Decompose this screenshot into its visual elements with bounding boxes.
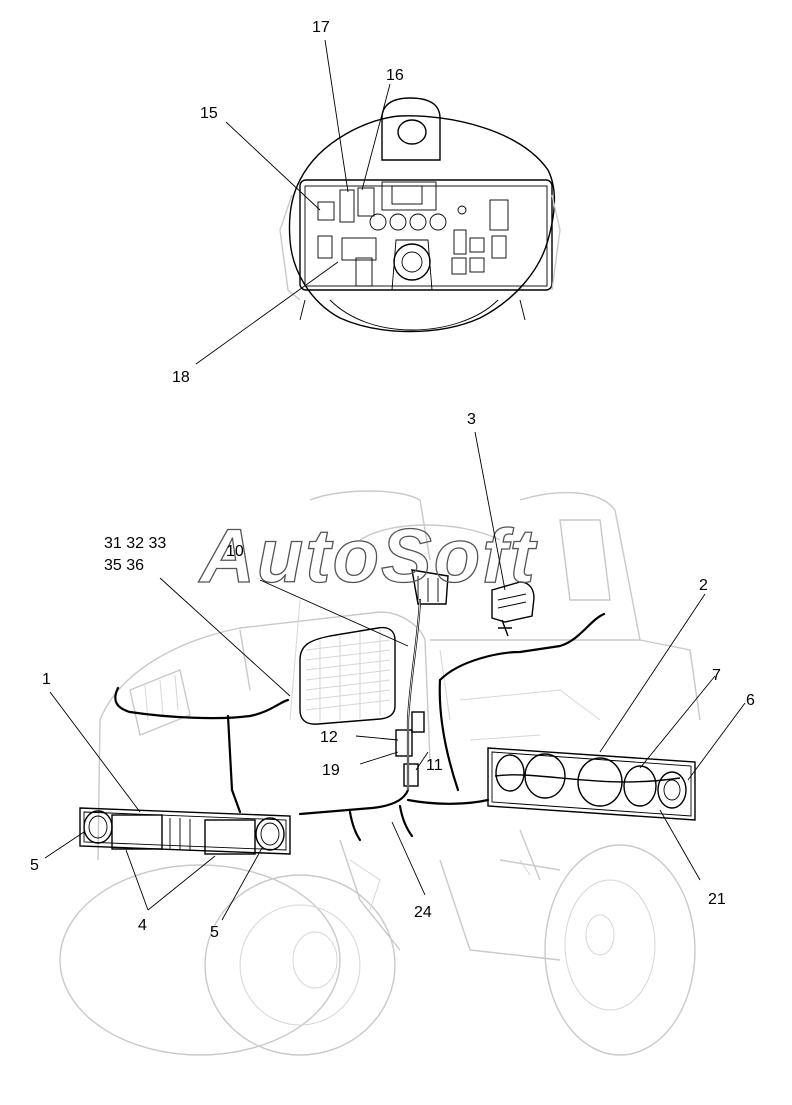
callout-3: 3 [467,411,476,428]
callout-7: 7 [712,667,721,684]
engine-grille [299,626,396,725]
callout-10: 10 [226,543,244,560]
callout-4: 4 [138,917,147,934]
machine-ghost-outline [59,490,701,1056]
callout-35-36: 35 36 [104,557,144,574]
callout-24: 24 [414,904,432,921]
rear-light-bar [487,747,696,821]
connector-block [395,569,449,787]
callout-2: 2 [699,577,708,594]
callout-15: 15 [200,105,218,122]
callout-19: 19 [322,762,340,779]
callout-16: 16 [386,67,404,84]
front-light-bar [79,807,291,855]
callout-labels: 15 17 16 18 3 31 32 33 35 36 10 2 1 7 6 … [30,19,755,941]
callout-12: 12 [320,729,338,746]
callout-1: 1 [42,671,51,688]
control-console [279,97,561,333]
watermark: AutoSoft [198,514,537,599]
callout-11: 11 [426,757,443,774]
callout-6: 6 [746,692,755,709]
callout-5-right: 5 [210,924,219,941]
callout-18: 18 [172,369,190,386]
wiring-harness [114,598,606,842]
leader-lines [44,39,746,921]
callout-5-left: 5 [30,857,39,874]
callout-21: 21 [708,891,726,908]
beacon-lamp [491,581,535,637]
callout-31-32-33: 31 32 33 [104,535,166,552]
callout-17: 17 [312,19,330,36]
